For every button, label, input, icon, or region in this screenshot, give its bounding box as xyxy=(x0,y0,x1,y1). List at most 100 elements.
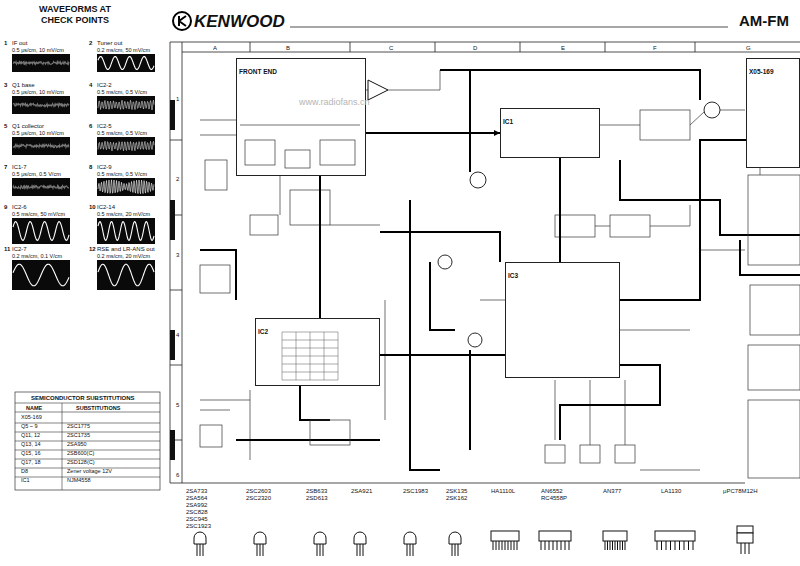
bus-wire xyxy=(200,250,236,300)
grid-row: 1 xyxy=(175,96,180,102)
check-point-name: IC2-5 xyxy=(97,123,159,130)
oscilloscope-trace xyxy=(97,137,155,155)
wire xyxy=(650,205,690,226)
sheet-title: WAVEFORMS AT CHECK POINTS xyxy=(25,4,125,26)
circuit-block: X05-169 xyxy=(746,58,800,168)
callout-number: 1 xyxy=(3,40,8,46)
logo-ring xyxy=(173,12,191,30)
to92-package xyxy=(254,532,266,556)
to92-package xyxy=(354,532,366,556)
scope-screen xyxy=(97,260,155,290)
bus-wire xyxy=(740,240,800,275)
circuit-block: FRONT END xyxy=(236,58,366,176)
oscilloscope-trace xyxy=(97,218,155,244)
signal-connector xyxy=(620,140,746,300)
package-lead xyxy=(317,544,318,556)
waveform xyxy=(13,104,69,107)
package-lead xyxy=(505,541,506,550)
package-lead xyxy=(320,544,321,556)
oscilloscope-trace xyxy=(97,178,155,196)
part-outline xyxy=(205,160,227,190)
package-lead xyxy=(612,541,613,550)
scope-setting: 0.5 ms/cm, 0.5 V/cm xyxy=(97,130,159,136)
table-cell: 2SB600(C) xyxy=(66,451,95,457)
oscilloscope-trace xyxy=(97,96,155,114)
border-mark xyxy=(170,200,175,240)
bus-wire xyxy=(469,70,471,172)
table-rules xyxy=(15,403,160,490)
frame-line xyxy=(170,290,182,291)
table-cell: NAME xyxy=(25,406,43,412)
watermark: www.radiofans.cn xyxy=(298,98,371,107)
grid-row: 5 xyxy=(175,402,180,408)
scope-screen xyxy=(12,178,70,196)
border-mark xyxy=(170,430,175,460)
transistor-symbol xyxy=(438,255,452,269)
package-lead xyxy=(745,543,746,554)
part-name: 2SK162 xyxy=(445,495,468,501)
part-name: HA1110L xyxy=(490,488,516,494)
frame-line xyxy=(350,42,351,52)
package-lead xyxy=(741,543,742,554)
package-lead xyxy=(410,544,411,556)
frame-line xyxy=(605,42,606,52)
part-name: 2SC2320 xyxy=(245,495,272,501)
ic-package xyxy=(655,531,695,550)
package-lead xyxy=(545,541,546,550)
package-lead xyxy=(407,544,408,556)
package-lead xyxy=(561,541,562,550)
wire xyxy=(330,225,380,226)
frame-line xyxy=(290,27,728,28)
waveform-panel: RSE and LR-ANS out0.2 ms/cm, 20 mV/cm xyxy=(97,246,159,290)
grid-line xyxy=(282,380,338,381)
wire xyxy=(200,410,230,411)
block-name: IC2 xyxy=(257,328,269,335)
package-lead xyxy=(625,541,626,550)
bus-wire xyxy=(440,70,700,100)
waveform xyxy=(98,57,154,70)
part-outline xyxy=(750,285,800,335)
check-point-name: IF out xyxy=(12,40,74,47)
block-name: X05-169 xyxy=(748,68,775,75)
bus-wire xyxy=(469,350,471,450)
part-outline xyxy=(748,345,800,390)
frame-line xyxy=(170,365,182,366)
circuit-block: IC1 xyxy=(500,108,600,158)
frame-line xyxy=(695,42,696,52)
part-outline xyxy=(250,215,278,235)
wire xyxy=(600,125,640,126)
package-lead xyxy=(502,541,503,550)
package-body xyxy=(404,532,416,544)
wire xyxy=(200,120,236,121)
brand-logo xyxy=(173,12,191,30)
waveform-panel: IF out0.5 μs/cm, 10 mV/cm xyxy=(12,40,74,72)
table-cell: Q13, 14 xyxy=(20,442,42,448)
package-lead xyxy=(615,541,616,550)
package-body xyxy=(314,532,326,544)
scope-setting: 0.5 μs/cm, 10 mV/cm xyxy=(12,47,74,53)
waveform xyxy=(13,186,69,189)
oscilloscope-trace xyxy=(12,137,70,155)
waveform-panel: Tuner out0.2 ms/cm, 50 mV/cm xyxy=(97,40,159,72)
scope-setting: 0.2 ms/cm, 20 mV/cm xyxy=(97,253,159,259)
table-cell: SUBSTITUTIONS xyxy=(75,406,121,412)
part-outline xyxy=(200,265,230,293)
grid-row: 2 xyxy=(175,176,180,182)
waveform xyxy=(13,222,69,241)
waveform xyxy=(98,264,154,286)
waveform xyxy=(98,100,154,110)
waveform xyxy=(98,180,154,194)
grid-line xyxy=(282,332,338,333)
package-lead xyxy=(549,541,550,550)
check-point-name: IC2-6 xyxy=(12,204,74,211)
check-point-name: RSE and LR-ANS out xyxy=(97,246,159,253)
package-lead xyxy=(197,544,198,556)
part-name: 2SD613 xyxy=(305,495,329,501)
package-lead xyxy=(541,541,542,550)
grid-column: C xyxy=(388,45,394,51)
table-cell: IC1 xyxy=(20,478,31,484)
waveform-panel: Q1 collector0.5 μs/cm, 10 mV/cm xyxy=(12,123,74,155)
scope-screen xyxy=(97,218,155,244)
part-outline xyxy=(640,110,690,140)
